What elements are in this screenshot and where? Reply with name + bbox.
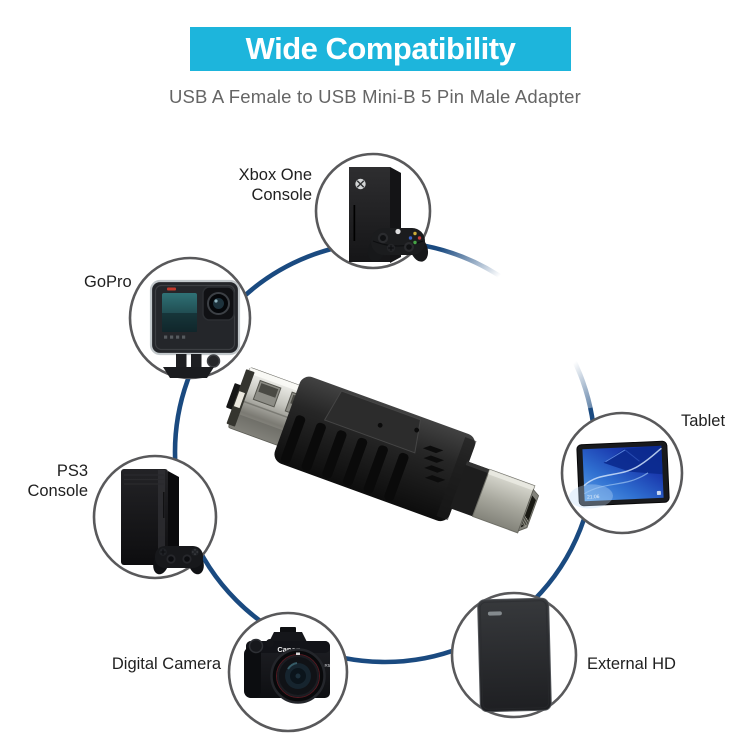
page-title: Wide Compatibility xyxy=(245,31,516,66)
gopro-illustration xyxy=(149,279,241,378)
xbox-controller-icon xyxy=(367,228,429,262)
title-banner: Wide Compatibility xyxy=(190,27,571,71)
external-hd-illustration xyxy=(477,597,552,713)
label-digital-camera: Digital Camera xyxy=(111,655,221,673)
digital-camera-illustration: Canon EOS R5 xyxy=(244,627,331,704)
gopro-mount xyxy=(163,367,214,378)
gopro-rec-indicator xyxy=(167,287,176,291)
label-xbox-one-console: Xbox One Console xyxy=(238,166,312,204)
label-gopro: GoPro xyxy=(84,273,132,291)
label-external-hd: External HD xyxy=(587,655,676,673)
label-tablet: Tablet xyxy=(681,412,726,430)
tablet-illustration: 21:06 xyxy=(569,440,670,509)
tablet-notification-icon xyxy=(656,490,661,496)
ps3-controller-icon xyxy=(153,546,204,575)
tablet-clock-text: 21:06 xyxy=(587,494,600,501)
label-ps3-console: PS3 Console xyxy=(27,462,88,500)
xbox-console-illustration xyxy=(349,167,429,263)
adapter-body xyxy=(274,376,476,522)
usb-adapter-illustration xyxy=(226,367,540,534)
hd-logo-icon xyxy=(487,611,502,616)
product-subtitle: USB A Female to USB Mini-B 5 Pin Male Ad… xyxy=(168,86,582,107)
camera-brand-text: Canon xyxy=(277,645,301,654)
ps3-console-illustration xyxy=(121,469,204,575)
ring-fade-segment xyxy=(437,245,594,409)
